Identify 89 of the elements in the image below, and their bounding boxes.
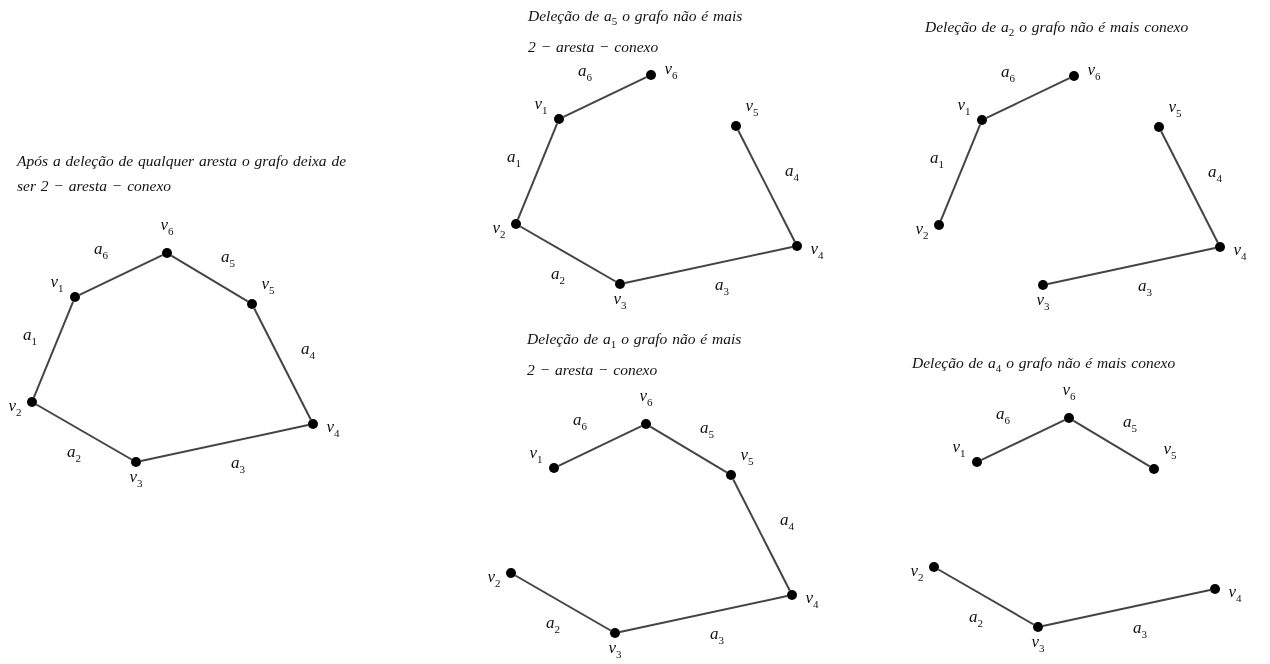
graph-edge <box>618 595 789 633</box>
vertex-dot <box>977 115 987 125</box>
vertex-label: v$_{6}$ <box>160 216 174 239</box>
vertex-label: v$_{6}$ <box>1062 381 1076 404</box>
graph-edge <box>562 76 648 118</box>
graph-edge <box>649 425 728 474</box>
vertex-label: v$_{3}$ <box>1036 291 1050 314</box>
heading-text: Deleção de a$_{2}$ o grafo não é mais conexo <box>925 17 1190 41</box>
vertex-dot <box>549 463 559 473</box>
vertex-label: v$_{3}$ <box>613 290 627 313</box>
vertex-label: v$_{1}$ <box>957 96 971 119</box>
vertex-dot <box>131 457 141 467</box>
vertex-label: v$_{3}$ <box>129 468 143 491</box>
vertex-label: v$_{6}$ <box>639 387 653 410</box>
vertex-label: v$_{5}$ <box>261 275 275 298</box>
vertex-dot <box>1215 242 1225 252</box>
vertex-label: v$_{6}$ <box>1087 61 1101 84</box>
vertex-label: v$_{2}$ <box>8 397 22 420</box>
vertex-label: v$_{5}$ <box>1163 440 1177 463</box>
vertex-dot <box>787 590 797 600</box>
vertex-label: v$_{5}$ <box>740 446 754 469</box>
vertex-dot <box>554 114 564 124</box>
heading-text: Deleção de a$_{4}$ o grafo não é mais conexo <box>912 353 1177 377</box>
vertex-dot <box>27 397 37 407</box>
vertex-dot <box>792 241 802 251</box>
vertex-label: v$_{2}$ <box>915 220 929 243</box>
vertex-label: v$_{4}$ <box>805 589 819 612</box>
vertex-dot <box>1154 122 1164 132</box>
graph-edge <box>937 568 1035 626</box>
vertex-dot <box>511 219 521 229</box>
vertex-dot <box>726 470 736 480</box>
vertex-dot <box>615 279 625 289</box>
vertex-label: v$_{5}$ <box>1168 98 1182 121</box>
vertex-dot <box>1069 71 1079 81</box>
vertex-dot <box>929 562 939 572</box>
vertex-label: v$_{1}$ <box>534 95 548 118</box>
vertex-dot <box>610 628 620 638</box>
graph-edge <box>980 419 1066 461</box>
vertex-label: v$_{2}$ <box>910 562 924 585</box>
graph-edge <box>32 300 75 399</box>
vertex-label: v$_{6}$ <box>664 60 678 83</box>
graph-edge <box>557 425 643 467</box>
graph-edge <box>732 478 791 592</box>
vertex-dot <box>247 299 257 309</box>
vertex-label: v$_{5}$ <box>745 97 759 120</box>
vertex-dot <box>1033 622 1043 632</box>
vertex-dot <box>70 292 80 302</box>
vertex-label: v$_{4}$ <box>326 418 340 441</box>
vertex-dot <box>972 457 982 467</box>
vertex-label: v$_{4}$ <box>1228 583 1242 606</box>
graph-edge <box>985 77 1071 119</box>
vertex-label: v$_{2}$ <box>487 568 501 591</box>
graph-edge <box>514 574 612 632</box>
vertex-label: v$_{3}$ <box>608 639 622 662</box>
vertex-dot <box>934 220 944 230</box>
heading-text: Após a deleção de qualquer aresta o grafo deixa de ser 2 − aresta − conexo <box>17 151 348 196</box>
graph-edge <box>516 122 559 221</box>
graph-edge <box>139 424 310 462</box>
vertex-label: v$_{4}$ <box>810 240 824 263</box>
vertex-dot <box>162 248 172 258</box>
heading-text: Deleção de a$_{5}$ o grafo não é mais 2 − aresta − conexo <box>528 6 744 58</box>
heading-text: Deleção de a$_{1}$ o grafo não é mais 2 − aresta − conexo <box>527 329 743 381</box>
vertex-dot <box>308 419 318 429</box>
graph-edge <box>1160 130 1219 244</box>
vertex-dot <box>1064 413 1074 423</box>
graph-edge <box>253 307 312 421</box>
vertex-dot <box>506 568 516 578</box>
vertex-dot <box>1038 280 1048 290</box>
vertex-dot <box>641 419 651 429</box>
vertex-label: v$_{1}$ <box>50 273 64 296</box>
graph-edge <box>623 246 794 284</box>
vertex-label: v$_{1}$ <box>952 438 966 461</box>
vertex-label: v$_{4}$ <box>1233 241 1247 264</box>
vertex-dot <box>646 70 656 80</box>
vertex-label: v$_{3}$ <box>1031 633 1045 656</box>
vertex-label: v$_{2}$ <box>492 219 506 242</box>
graph-edge <box>1041 589 1212 627</box>
graph-edge <box>519 225 617 283</box>
graph-edge <box>737 129 796 243</box>
vertex-dot <box>731 121 741 131</box>
graph-edge <box>35 403 133 461</box>
vertex-dot <box>1149 464 1159 474</box>
graph-edge <box>1072 419 1151 468</box>
vertex-label: v$_{1}$ <box>529 444 543 467</box>
graph-edge <box>170 254 249 303</box>
vertex-dot <box>1210 584 1220 594</box>
graph-edge <box>78 254 164 296</box>
graph-edge <box>1046 247 1217 285</box>
graph-edge <box>939 123 982 222</box>
